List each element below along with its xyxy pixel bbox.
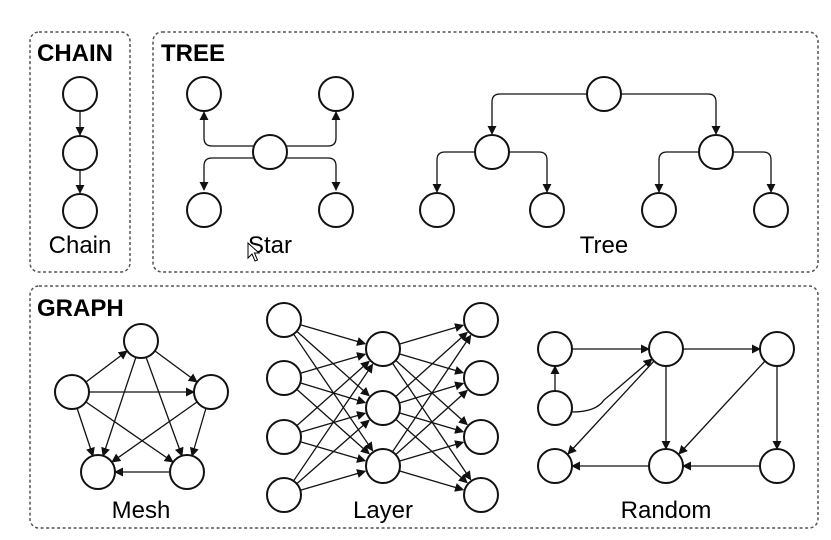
layer-output-node: [463, 302, 499, 338]
mesh-edge: [154, 350, 198, 383]
layer-edges: [293, 323, 472, 492]
random-node: [759, 331, 795, 367]
layer-edge: [296, 360, 370, 427]
layer-edge: [395, 331, 468, 398]
layer-edge: [399, 323, 465, 345]
tree-leaf-node: [419, 192, 455, 228]
mesh-edge: [111, 401, 198, 463]
tree-panel-title: TREE: [161, 40, 225, 67]
layer-edge: [293, 363, 374, 482]
layer-edge: [296, 419, 370, 485]
tree-edge: [733, 151, 776, 193]
star-node: [186, 76, 222, 112]
mesh-edge: [85, 350, 128, 383]
random-edge: [571, 358, 653, 413]
star-node: [318, 76, 354, 112]
mouse-cursor-icon: [247, 241, 261, 262]
layer-hidden-node: [365, 331, 401, 367]
tree-edge: [509, 151, 552, 193]
layer-hidden-node: [365, 390, 401, 426]
layer-input-node: [266, 302, 302, 338]
tree-leaf-node: [529, 192, 565, 228]
tree-edge: [487, 93, 587, 135]
graph-panel: [29, 285, 819, 529]
star-diagram: Star: [186, 76, 354, 259]
mesh-edge: [145, 356, 184, 457]
random-node: [537, 448, 573, 484]
star-node: [318, 192, 354, 228]
mesh-edge: [76, 407, 95, 457]
layer-edge: [399, 440, 465, 462]
chain-panel-title: CHAIN: [37, 40, 113, 67]
tree-edge: [432, 151, 475, 193]
random-node: [648, 448, 684, 484]
layer-edge: [391, 362, 472, 481]
random-edge: [678, 360, 766, 455]
layer-edge: [399, 470, 465, 492]
tree-label: Tree: [580, 232, 628, 259]
layer-diagram: Layer: [266, 302, 499, 524]
mesh-node: [193, 374, 229, 410]
mesh-edge: [85, 401, 174, 463]
layer-label: Layer: [353, 497, 413, 524]
random-node: [648, 331, 684, 367]
layer-input-node: [266, 419, 302, 455]
tree-leaf-node: [641, 192, 677, 228]
mesh-edge: [101, 356, 137, 457]
chain-node: [62, 193, 98, 229]
tree-edge: [654, 151, 699, 193]
chain-node: [62, 76, 98, 112]
random-edge: [567, 360, 655, 455]
tree-panel: [152, 31, 819, 273]
graph-panel-title: GRAPH: [37, 295, 124, 322]
mesh-diagram: Mesh: [54, 323, 229, 524]
layer-output-node: [463, 419, 499, 455]
star-node: [186, 192, 222, 228]
star-edge: [287, 157, 341, 191]
random-diagram: Random: [537, 331, 795, 524]
random-node: [537, 331, 573, 367]
mesh-node: [80, 454, 116, 490]
tree-diagram: Tree: [419, 76, 789, 259]
tree-node: [698, 134, 734, 170]
mesh-node: [169, 454, 205, 490]
star-hub-node: [252, 134, 288, 170]
layer-edge: [399, 353, 465, 375]
chain-diagram: Chain: [49, 76, 112, 259]
tree-root-node: [586, 76, 622, 112]
layer-edge: [391, 334, 472, 453]
tree-leaf-node: [753, 192, 789, 228]
chain-node: [62, 135, 98, 171]
random-node: [759, 448, 795, 484]
mesh-label: Mesh: [112, 497, 171, 524]
layer-hidden-node: [365, 448, 401, 484]
tree-edge: [621, 93, 721, 135]
layer-edge: [300, 469, 367, 491]
layer-edge: [296, 388, 370, 455]
layer-edge: [300, 324, 367, 346]
layer-output-node: [463, 477, 499, 513]
mesh-edge: [189, 407, 207, 457]
star-edge: [199, 157, 253, 191]
layer-output-node: [463, 360, 499, 396]
layer-edge: [395, 389, 468, 456]
layer-edge: [300, 352, 367, 374]
layer-input-node: [266, 477, 302, 513]
mesh-node: [123, 323, 159, 359]
random-label: Random: [621, 497, 712, 524]
star-edge: [199, 111, 253, 147]
random-node: [537, 390, 573, 426]
layer-input-node: [266, 360, 302, 396]
chain-label: Chain: [49, 232, 112, 259]
mesh-node: [54, 374, 90, 410]
tree-node: [474, 134, 510, 170]
star-edge: [287, 111, 341, 147]
chain-panel: [29, 31, 131, 273]
